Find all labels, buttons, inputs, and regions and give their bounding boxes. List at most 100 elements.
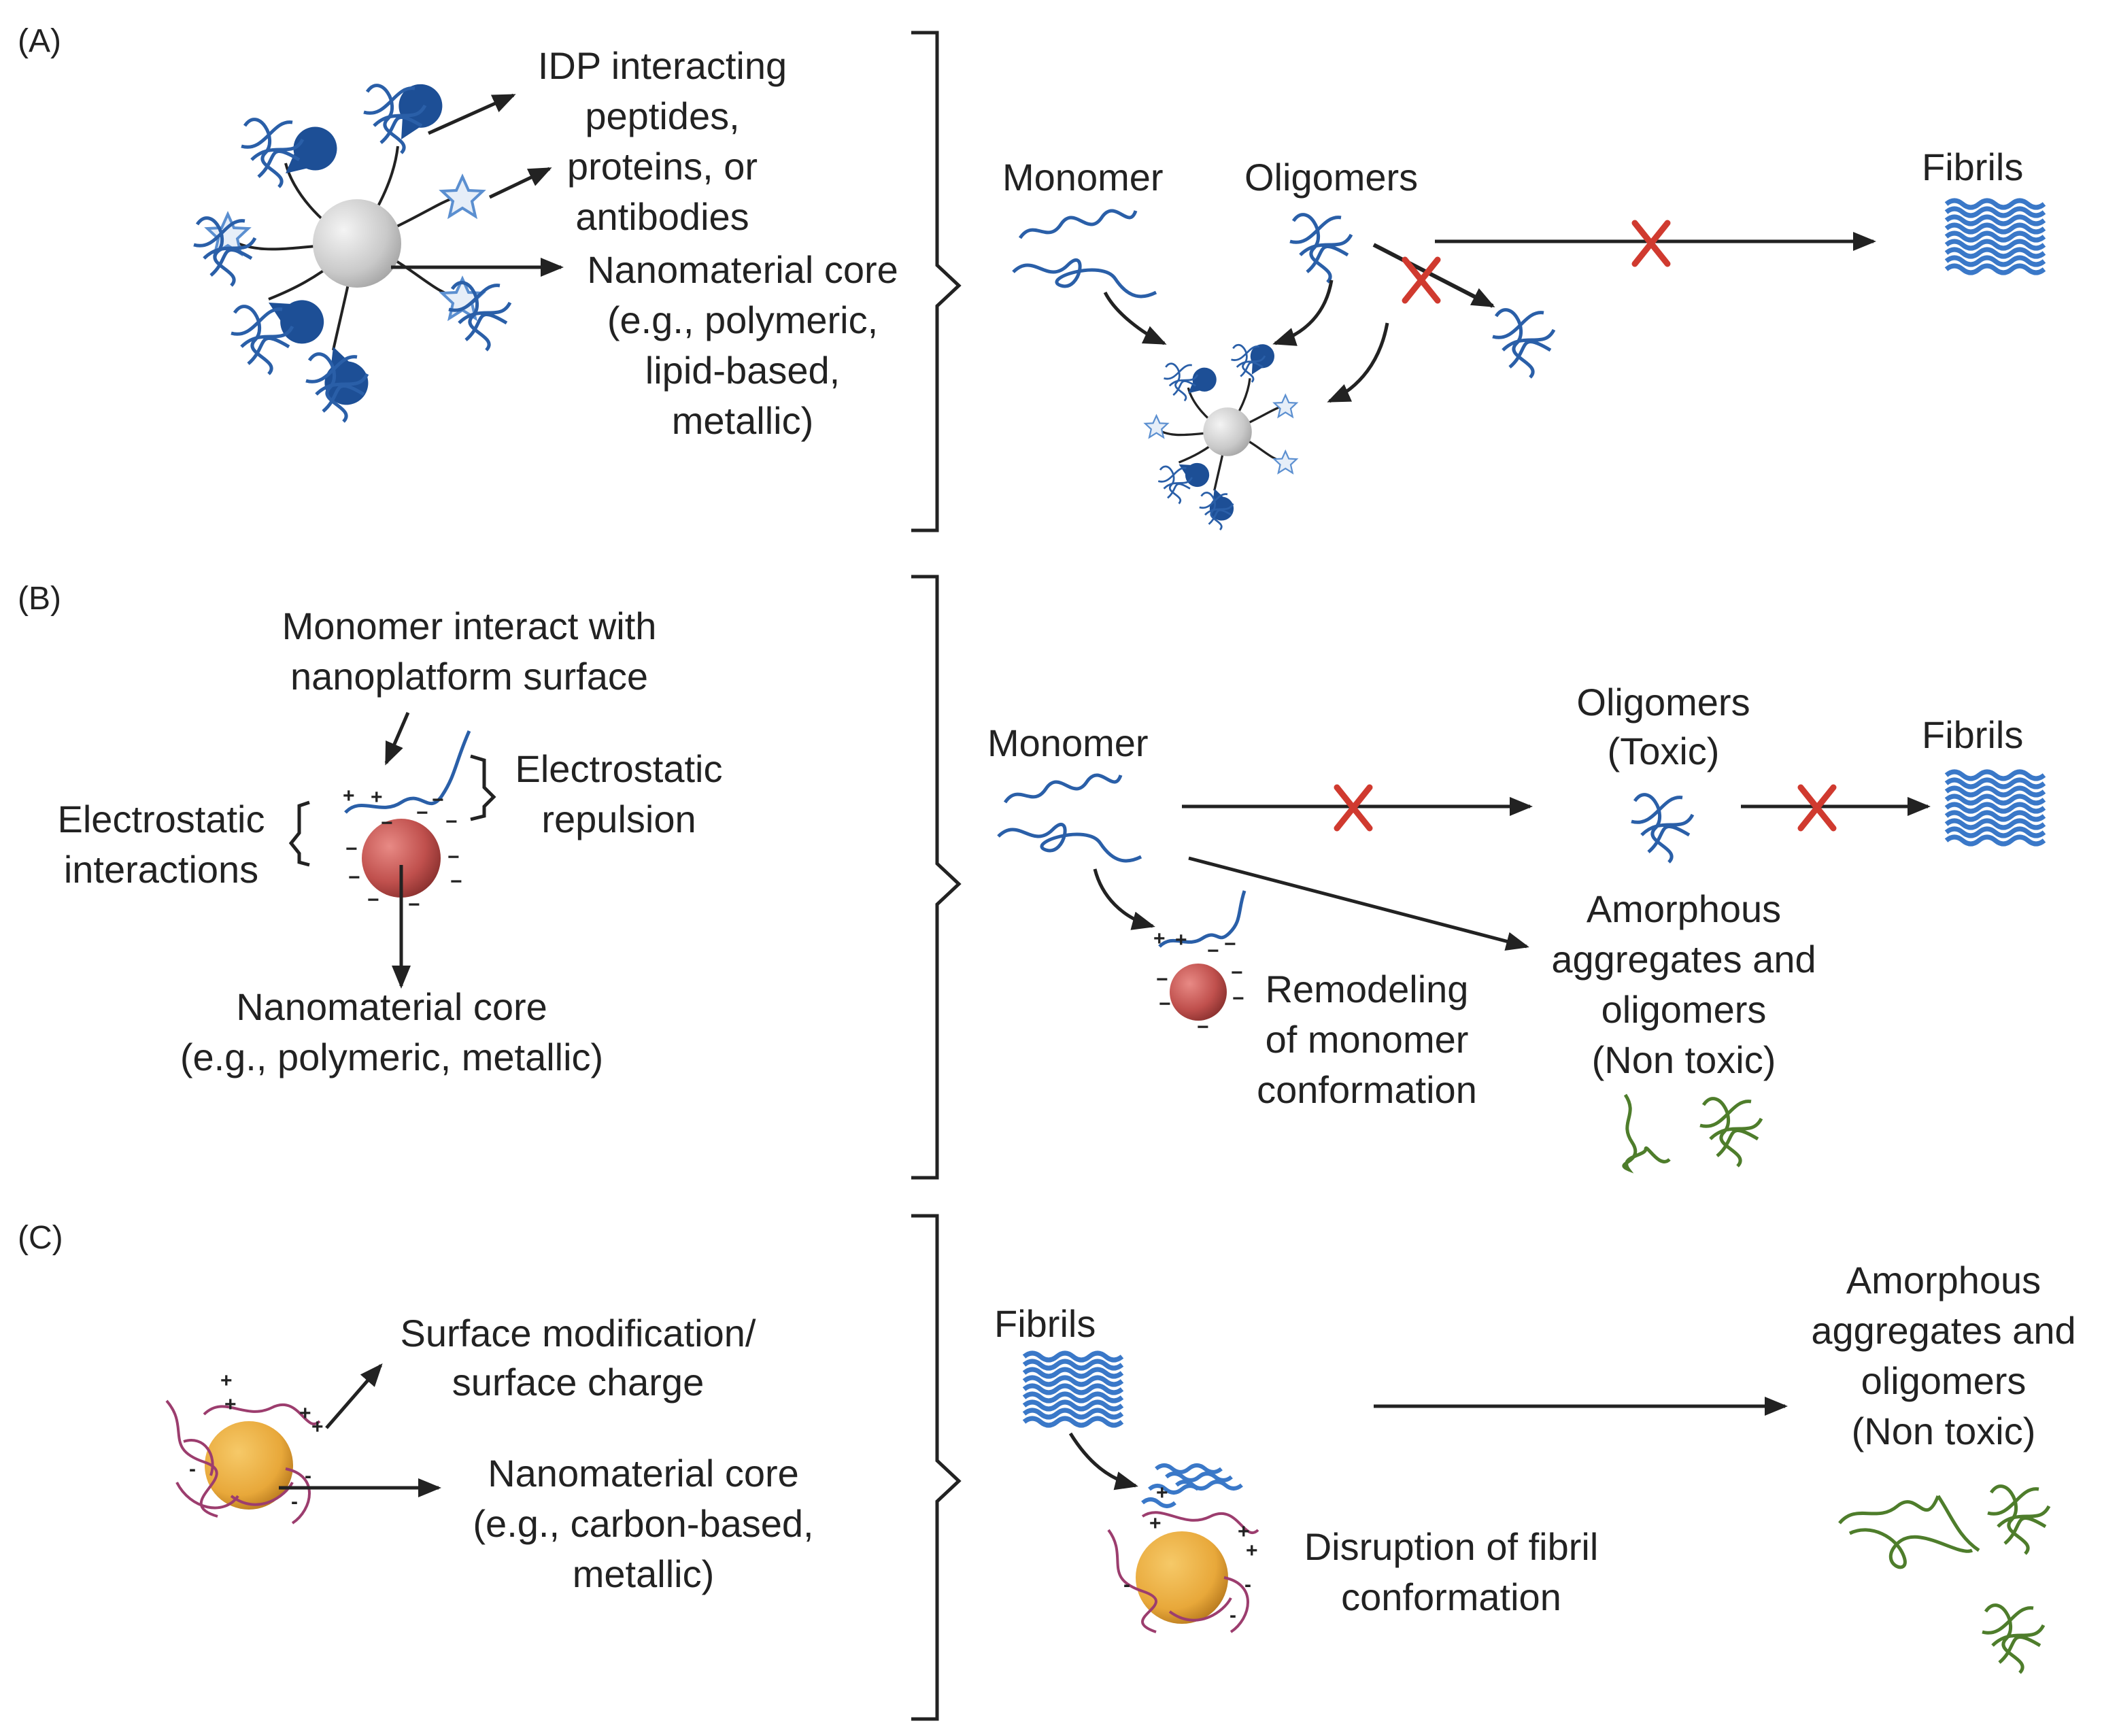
- svg-text:of monomer: of monomer: [1266, 1018, 1469, 1061]
- svg-text:-: -: [1244, 1573, 1251, 1596]
- svg-text:Disruption of fibril: Disruption of fibril: [1304, 1525, 1599, 1568]
- svg-text:−: −: [1231, 961, 1243, 984]
- svg-text:+: +: [343, 785, 355, 807]
- svg-text:+: +: [1149, 1512, 1162, 1535]
- svg-text:Nanomaterial core: Nanomaterial core: [587, 248, 898, 291]
- functionalized-nanoparticle-a: [194, 76, 510, 422]
- svg-text:+: +: [220, 1369, 233, 1392]
- oligomer-free-a: [1493, 310, 1554, 377]
- svg-text:+: +: [224, 1393, 237, 1416]
- svg-text:+: +: [1156, 1482, 1168, 1504]
- aggregate-c-1: [1838, 1495, 1980, 1569]
- monomer-a: [1013, 211, 1156, 296]
- oligomers-label-b: Oligomers (Toxic): [1576, 681, 1750, 772]
- nanoparticle-core-red: [362, 819, 441, 898]
- svg-text:oligomers: oligomers: [1861, 1359, 2027, 1402]
- svg-text:Oligomers: Oligomers: [1576, 681, 1750, 724]
- panel-a: (A) IDP interacting peptides, proteins,: [18, 23, 2044, 532]
- peptide-label-a: IDP interacting peptides, proteins, or a…: [538, 44, 787, 238]
- panel-b: (B) Monomer interact with nanoplatform s…: [18, 575, 2044, 1180]
- svg-text:−: −: [1159, 993, 1171, 1015]
- svg-text:−: −: [445, 811, 458, 833]
- svg-text:Surface modification/: Surface modification/: [401, 1312, 756, 1355]
- charged-nanoparticle-b-small: + + − − − − − − −: [1153, 890, 1247, 1038]
- monomer-label-a: Monomer: [1002, 156, 1164, 199]
- charged-nanoparticle-b: + + − − − − − − − − − −: [343, 730, 471, 916]
- svg-text:oligomers: oligomers: [1601, 988, 1767, 1031]
- svg-text:−: −: [1224, 933, 1236, 955]
- svg-text:nanoplatform surface: nanoplatform surface: [290, 655, 648, 698]
- svg-text:+: +: [1238, 1520, 1250, 1543]
- svg-text:−: −: [432, 789, 444, 811]
- svg-text:+: +: [1153, 927, 1166, 950]
- svg-text:−: −: [1232, 987, 1244, 1010]
- svg-text:-: -: [1123, 1573, 1130, 1596]
- block-x-fibrils-a: [1635, 223, 1667, 264]
- svg-text:metallic): metallic): [573, 1552, 714, 1595]
- svg-text:Electrostatic: Electrostatic: [515, 747, 723, 790]
- svg-text:peptides,: peptides,: [585, 95, 739, 137]
- fibrils-b: [1946, 772, 2044, 844]
- svg-text:Amorphous: Amorphous: [1587, 887, 1781, 930]
- svg-text:(e.g., polymeric, metallic): (e.g., polymeric, metallic): [180, 1036, 603, 1078]
- svg-text:−: −: [408, 893, 420, 916]
- oligomers-label-a: Oligomers: [1244, 156, 1418, 199]
- nanoparticle-core-grey: [313, 199, 401, 288]
- brace-interactions: [288, 800, 310, 867]
- core-label-a: Nanomaterial core (e.g., polymeric, lipi…: [587, 248, 898, 442]
- svg-text:Amorphous: Amorphous: [1846, 1259, 2041, 1301]
- brace-repulsion: [470, 754, 496, 821]
- panel-c: (C) Surface modification/ surface charge…: [18, 1214, 2076, 1721]
- svg-text:Electrostatic: Electrostatic: [58, 798, 265, 840]
- modified-nanoparticle-c: + + + + - - -: [165, 1369, 324, 1525]
- amorphous-label-b: Amorphous aggregates and oligomers (Non …: [1551, 887, 1816, 1081]
- svg-text:+: +: [1175, 929, 1187, 951]
- svg-text:-: -: [291, 1491, 298, 1513]
- svg-text:+: +: [299, 1402, 311, 1425]
- svg-text:Nanomaterial core: Nanomaterial core: [236, 985, 547, 1028]
- aggregate-c-3: [1982, 1605, 2044, 1673]
- svg-text:aggregates and: aggregates and: [1551, 938, 1816, 981]
- svg-text:proteins, or: proteins, or: [567, 145, 758, 188]
- repulsion-label-b: Electrostatic repulsion: [515, 747, 723, 840]
- aggregate-c-2: [1988, 1486, 2049, 1554]
- nanoparticle-core-gold: [205, 1421, 293, 1510]
- functionalized-nanoparticle-a-small: [1144, 339, 1298, 531]
- svg-text:-: -: [305, 1465, 311, 1487]
- interactions-label-b: Electrostatic interactions: [58, 798, 265, 891]
- svg-text:aggregates and: aggregates and: [1811, 1309, 2075, 1352]
- svg-text:lipid-based,: lipid-based,: [645, 349, 840, 392]
- svg-text:metallic): metallic): [672, 399, 813, 442]
- svg-text:−: −: [447, 846, 460, 868]
- fibrils-label-c: Fibrils: [994, 1302, 1096, 1345]
- fibrils-a: [1946, 201, 2044, 273]
- svg-text:-: -: [189, 1458, 196, 1480]
- fibrils-c: [1024, 1353, 1122, 1425]
- svg-text:repulsion: repulsion: [541, 798, 696, 840]
- svg-text:−: −: [416, 802, 428, 824]
- svg-text:Nanomaterial core: Nanomaterial core: [488, 1452, 799, 1495]
- modified-nanoparticle-c-small: + + + + - - -: [1107, 1463, 1259, 1633]
- remodel-label-b: Remodeling of monomer conformation: [1257, 968, 1477, 1111]
- svg-text:−: −: [1156, 968, 1168, 991]
- block-x-oligomer-a: [1405, 260, 1438, 301]
- svg-text:−: −: [1197, 1016, 1209, 1038]
- svg-text:(Non toxic): (Non toxic): [1852, 1410, 2036, 1452]
- svg-text:−: −: [381, 812, 393, 834]
- svg-text:interactions: interactions: [64, 848, 258, 891]
- monomer-label-b: Monomer: [987, 721, 1149, 764]
- panel-a-label: (A): [18, 23, 61, 59]
- fibrils-label-b: Fibrils: [1922, 713, 2023, 756]
- svg-text:(Non toxic): (Non toxic): [1592, 1038, 1776, 1081]
- svg-text:−: −: [450, 870, 462, 893]
- svg-text:+: +: [311, 1416, 324, 1438]
- svg-text:−: −: [367, 889, 379, 911]
- disruption-label-c: Disruption of fibril conformation: [1304, 1525, 1599, 1618]
- svg-text:conformation: conformation: [1341, 1576, 1561, 1618]
- svg-text:IDP interacting: IDP interacting: [538, 44, 787, 87]
- svg-text:(Toxic): (Toxic): [1608, 730, 1720, 772]
- brace-a: [911, 31, 962, 532]
- svg-text:−: −: [348, 866, 360, 889]
- brace-c: [911, 1214, 962, 1721]
